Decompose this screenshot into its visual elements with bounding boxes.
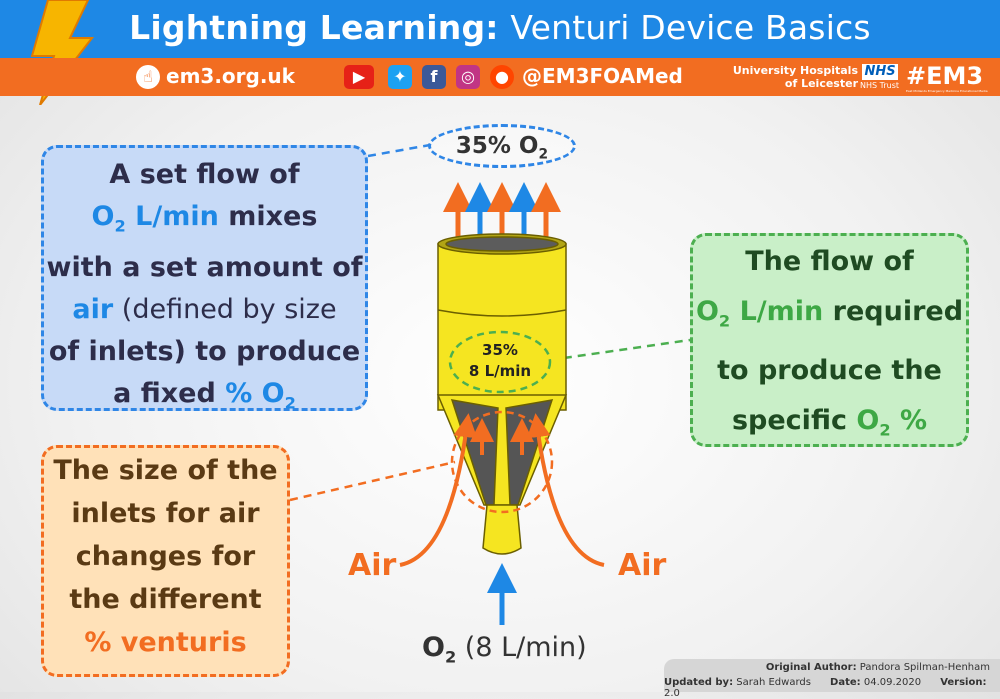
credits-update: Updated by: Sarah Edwards Date: 04.09.20… — [664, 677, 987, 699]
hashtag: #EM3 — [906, 62, 984, 90]
green-line-1: The flow of — [745, 246, 914, 277]
page-title: Lightning Learning: Venturi Device Basic… — [129, 8, 871, 47]
blue-line-5: of inlets) to produce — [48, 336, 361, 368]
blue-line-3: with a set amount of — [46, 252, 363, 284]
inlet-highlight — [450, 410, 554, 514]
website-link[interactable]: em3.org.uk — [166, 64, 295, 88]
blue-line-1: A set flow of — [109, 159, 300, 190]
blue-line-4: air (defined by size — [72, 294, 337, 326]
orange-line-4: the different — [69, 584, 262, 615]
reddit-icon[interactable]: ● — [490, 65, 514, 89]
green-line-4: specific O2 % — [731, 405, 928, 440]
device-pct-label: 35% — [482, 341, 518, 359]
device-flow-label: 8 L/min — [468, 362, 532, 380]
orange-line-2: inlets for air — [71, 498, 260, 529]
youtube-icon[interactable]: ▶ — [344, 65, 374, 89]
green-info-box: The flow of O2 L/min required to produce… — [690, 233, 969, 447]
flow-setting-highlight — [448, 330, 552, 394]
nhs-logo: NHS — [862, 64, 898, 80]
social-handle[interactable]: @EM3FOAMed — [522, 64, 683, 88]
hand-cursor-icon: ☝ — [136, 65, 160, 89]
venturi-body — [436, 233, 568, 555]
blue-line-2: O2 L/min mixes — [91, 201, 318, 236]
blue-line-6: a fixed % O2 — [113, 378, 296, 413]
hashtag-subtitle: East Midlands Emergency Medicine Educati… — [906, 89, 988, 93]
air-inflow-arrows — [399, 413, 605, 567]
orange-info-box: The size of the inlets for air changes f… — [41, 445, 290, 677]
orange-line-1: The size of the — [53, 455, 278, 486]
facebook-icon[interactable]: f — [422, 65, 446, 89]
nhs-trust-label: NHS Trust — [860, 81, 899, 90]
credits-author: Original Author: Pandora Spilman-Henham — [765, 662, 990, 673]
orange-line-3: changes for — [75, 541, 256, 572]
blue-info-box: A set flow of O2 L/min mixes with a set … — [41, 145, 368, 413]
header-banner — [0, 0, 1000, 58]
twitter-icon[interactable]: ✦ — [388, 65, 412, 89]
output-concentration-label: 35% O2 — [428, 124, 576, 168]
green-line-2: O2 L/min required — [695, 296, 964, 331]
oxygen-input-label: O2 (8 L/min) — [422, 632, 587, 667]
orange-line-5: % venturis — [84, 627, 247, 658]
credits-panel: Original Author: Pandora Spilman-Henham … — [664, 659, 1000, 699]
green-line-3: to produce the — [717, 355, 942, 387]
air-label-right: Air — [618, 548, 667, 583]
instagram-icon[interactable]: ◎ — [456, 65, 480, 89]
air-label-left: Air — [348, 548, 397, 583]
